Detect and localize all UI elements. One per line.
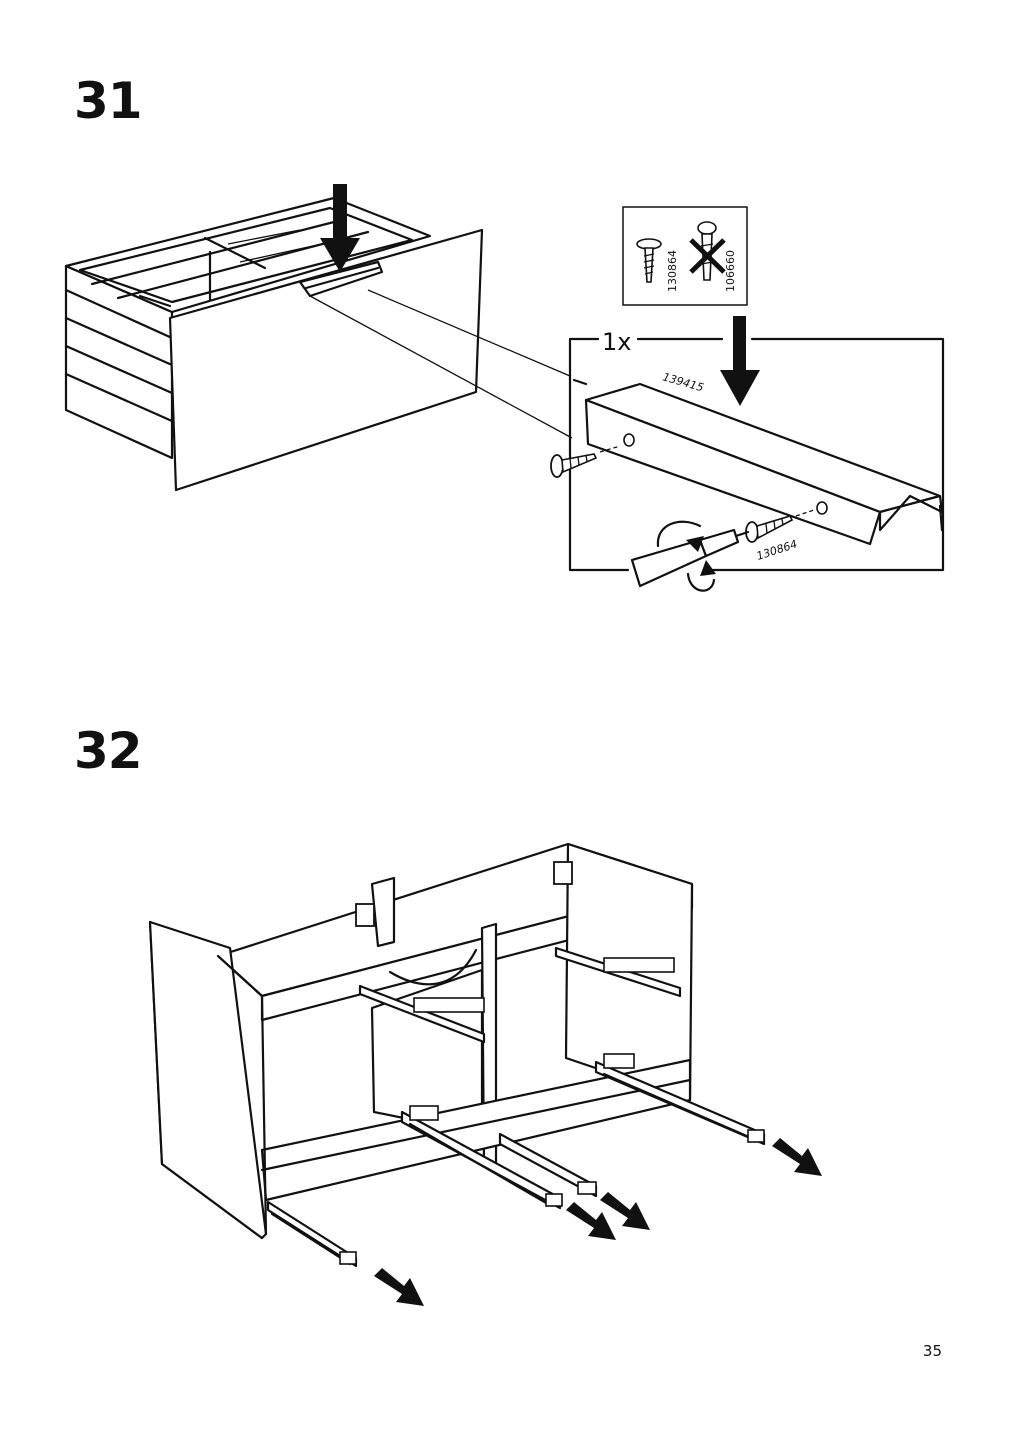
detail-frame: 1x (568, 328, 945, 572)
screw-icon (745, 509, 815, 543)
rotation-icon (656, 520, 716, 592)
arrow-diagonal-icon (374, 1268, 424, 1306)
do-not-use-part-number: 106660 (724, 250, 737, 292)
drawer-rail (266, 1200, 358, 1268)
drawer-rail (358, 984, 486, 1044)
screw-icon (550, 445, 621, 478)
handle-detail: 139415 (572, 370, 944, 546)
drawer-rail (400, 1105, 563, 1210)
screw-icon (636, 238, 662, 283)
step-number: 32 (74, 722, 143, 780)
arrow-diagonal-icon (600, 1192, 650, 1230)
drawer-rail (554, 946, 682, 998)
callout-line (367, 289, 571, 377)
cabinet-drawing (148, 842, 694, 1240)
arrow-down-icon (720, 316, 760, 406)
cross-mark-icon (689, 238, 726, 274)
quantity-label: 1x (602, 328, 631, 356)
arrow-diagonal-icon (566, 1202, 616, 1240)
page-number: 35 (922, 1342, 942, 1360)
hardware-box: 130864 106660 (622, 206, 748, 306)
drawer-drawing (64, 196, 484, 492)
handle-part-number: 139415 (661, 370, 705, 394)
drawer-rail (594, 1053, 766, 1146)
screw-part-number: 130864 (755, 538, 799, 563)
use-part-number: 130864 (666, 250, 679, 292)
step-32-illustration (148, 842, 822, 1306)
arrow-diagonal-icon (772, 1138, 822, 1176)
step-number: 31 (74, 72, 143, 130)
drawer-rail (498, 1132, 598, 1198)
screwdriver-icon (630, 528, 750, 588)
callout-line (309, 295, 573, 439)
step-31-illustration: 130864 106660 1x 139415 (64, 184, 945, 592)
arrow-down-icon (320, 184, 360, 272)
